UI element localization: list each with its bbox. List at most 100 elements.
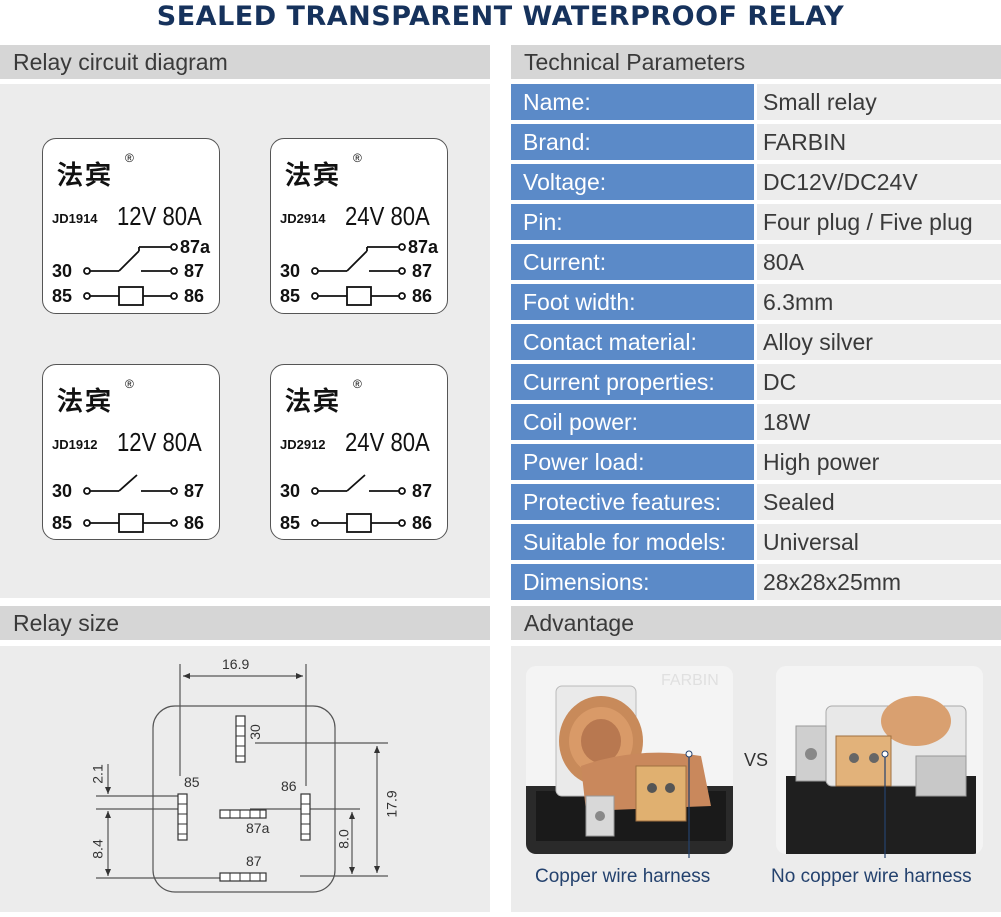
pin-85-label: 85 [52,286,73,306]
relay-size-header: Relay size [0,606,490,640]
registered-mark: ® [353,377,362,391]
pin-86-label: 86 [184,286,205,306]
advantage-panel: FARBIN VS Copper wire harness No copper … [511,646,1001,912]
pin-30-label: 30 [280,481,301,501]
table-row: Suitable for models:Universal [511,524,1001,560]
table-row: Dimensions:28x28x25mm [511,564,1001,600]
registered-mark: ® [353,151,362,165]
pin-87-label: 87 [184,261,205,281]
pin-85-label: 85 [280,286,301,306]
pin-87-label: 87 [412,481,433,501]
pin-30-label: 30 [246,724,263,740]
param-key: Dimensions: [511,564,754,600]
right-dimension: 17.9 [383,790,400,818]
param-value: Small relay [757,84,1001,120]
table-row: Voltage:DC12V/DC24V [511,164,1001,200]
model-number: JD1912 [52,437,98,452]
circuit-diagram-header: Relay circuit diagram [0,45,490,79]
registered-mark: ® [125,377,134,391]
pin-86-label: 86 [412,513,433,533]
pin-85-label: 85 [52,513,73,533]
model-number: JD1914 [52,211,98,226]
table-row: Pin:Four plug / Five plug [511,204,1001,240]
technical-parameters-header: Technical Parameters [511,45,1001,79]
param-key: Foot width: [511,284,754,320]
param-key: Contact material: [511,324,754,360]
advantage-header: Advantage [511,606,1001,640]
param-key: Suitable for models: [511,524,754,560]
param-value: Alloy silver [757,324,1001,360]
pin-85-label: 85 [184,774,200,790]
brand-logo: 法宾 [285,161,342,191]
four-pin-schematic [83,474,178,533]
pin-87a-label: 87a [180,237,211,257]
copper-harness-caption: Copper wire harness [535,866,711,887]
left-lower-dimension: 8.4 [89,839,106,859]
param-value: DC12V/DC24V [757,164,1001,200]
pin-86-label: 86 [281,778,297,794]
pin-86-label: 86 [412,286,433,306]
param-key: Protective features: [511,484,754,520]
param-value: Sealed [757,484,1001,520]
pin-87a-label: 87a [408,237,439,257]
pin-87a-label: 87a [246,820,270,836]
pin-85-label: 85 [280,513,301,533]
param-value: High power [757,444,1001,480]
pin-30-label: 30 [52,261,73,281]
table-row: Foot width:6.3mm [511,284,1001,320]
param-value: 18W [757,404,1001,440]
param-key: Coil power: [511,404,754,440]
relay-card-jd2914: 法宾 ® JD2914 24V 80A 87a 30 87 85 86 [270,138,448,314]
param-value: 80A [757,244,1001,280]
pin-30-label: 30 [52,481,73,501]
table-row: Name:Small relay [511,84,1001,120]
circuit-diagram-panel: 法宾 ® JD1914 12V 80A 87a 30 87 85 86 法宾 ®… [0,84,490,598]
relay-card-jd1914: 法宾 ® JD1914 12V 80A 87a 30 87 85 86 [42,138,220,314]
relay-dimension-drawing [96,664,388,893]
page-title: SEALED TRANSPARENT WATERPROOF RELAY [156,1,845,32]
top-dimension: 16.9 [222,656,250,672]
rating-spec: 24V 80A [345,201,430,231]
param-value: 6.3mm [757,284,1001,320]
model-number: JD2914 [280,211,326,226]
param-key: Current: [511,244,754,280]
rating-spec: 12V 80A [117,427,202,457]
param-value: FARBIN [757,124,1001,160]
param-value: DC [757,364,1001,400]
table-row: Coil power:18W [511,404,1001,440]
pin-86-label: 86 [184,513,205,533]
pin-87-label: 87 [184,481,205,501]
param-key: Voltage: [511,164,754,200]
param-key: Current properties: [511,364,754,400]
param-value: Universal [757,524,1001,560]
rating-spec: 12V 80A [117,201,202,231]
param-key: Power load: [511,444,754,480]
table-row: Contact material:Alloy silver [511,324,1001,360]
table-row: Current properties:DC [511,364,1001,400]
param-key: Pin: [511,204,754,240]
model-number: JD2912 [280,437,326,452]
table-row: Power load:High power [511,444,1001,480]
brand-logo: 法宾 [285,387,342,417]
pin-87-label: 87 [246,853,262,869]
pin-30-label: 30 [280,261,301,281]
table-row: Protective features:Sealed [511,484,1001,520]
relay-card-jd1912: 法宾 ® JD1912 12V 80A 30 87 85 86 [42,364,220,540]
param-value: 28x28x25mm [757,564,1001,600]
table-row: Brand:FARBIN [511,124,1001,160]
registered-mark: ® [125,151,134,165]
brand-logo: 法宾 [57,387,114,417]
no-copper-harness-caption: No copper wire harness [771,866,972,887]
five-pin-schematic [311,243,406,306]
brand-logo: 法宾 [57,161,114,191]
param-key: Brand: [511,124,754,160]
copper-harness-relay-image: FARBIN [526,666,733,854]
left-upper-dimension: 2.1 [89,764,106,784]
param-value: Four plug / Five plug [757,204,1001,240]
five-pin-schematic [83,243,178,306]
rating-spec: 24V 80A [345,427,430,457]
mid-dimension: 8.0 [335,829,352,849]
pin-87-label: 87 [412,261,433,281]
relay-card-jd2912: 法宾 ® JD2912 24V 80A 30 87 85 86 [270,364,448,540]
versus-label: VS [744,750,769,770]
